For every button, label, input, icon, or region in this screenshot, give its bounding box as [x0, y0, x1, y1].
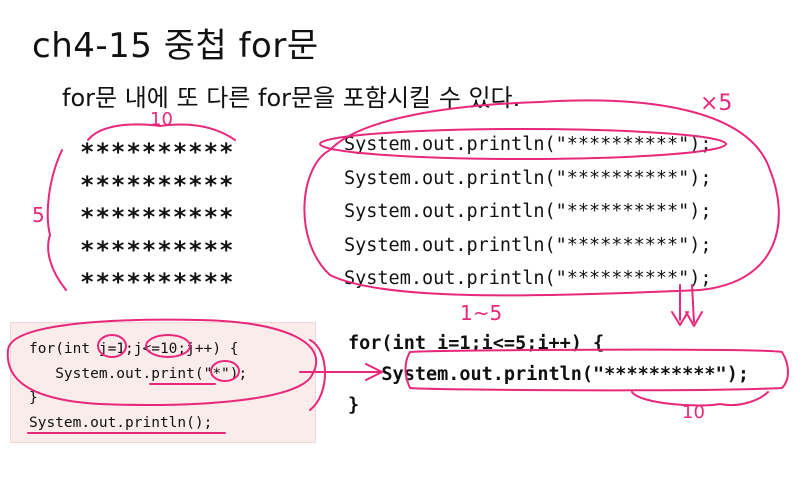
code-line: for(int j=1;j<=10;j++) { [29, 341, 239, 357]
code-line: System.out.println("**********"); [348, 364, 749, 385]
code-line: for(int i=1;i<=5;i++) { [348, 333, 605, 354]
code-line: System.out.print("*"); [29, 365, 248, 382]
code-line: System.out.println("**********"); [344, 234, 712, 256]
println-statements: System.out.println("**********"); System… [344, 128, 712, 296]
code-line: System.out.println("**********"); [344, 201, 712, 222]
code-line: } [348, 395, 360, 416]
star-row: ********** [80, 138, 235, 166]
star-row: ********** [80, 203, 235, 231]
star-row: ********** [80, 235, 235, 264]
star-grid: ********** ********** ********** *******… [80, 136, 235, 299]
code-line: System.out.println(); [29, 414, 213, 431]
inner-loop-code-box: for(int j=1;j<=10;j++) { System.out.prin… [10, 322, 316, 443]
star-row: ********** [80, 170, 235, 199]
code-line: System.out.println("**********"); [344, 167, 712, 189]
brace-left [46, 149, 67, 291]
code-line: } [29, 390, 38, 406]
slide-subtitle: for문 내에 또 다른 for문을 포함시킬 수 있다. [62, 84, 521, 112]
code-line: System.out.println("**********"); [344, 268, 712, 289]
slide-title: ch4-15 중첩 for문 [32, 26, 319, 66]
annotation-times-five: ×5 [700, 91, 732, 116]
code-line: System.out.println("**********"); [344, 134, 712, 155]
annotation-five-left: 5 [32, 203, 45, 227]
outer-loop-code: for(int i=1;i<=5;i++) { System.out.print… [348, 328, 749, 421]
star-row: ********** [80, 268, 235, 296]
annotation-range: 1~5 [460, 301, 502, 325]
